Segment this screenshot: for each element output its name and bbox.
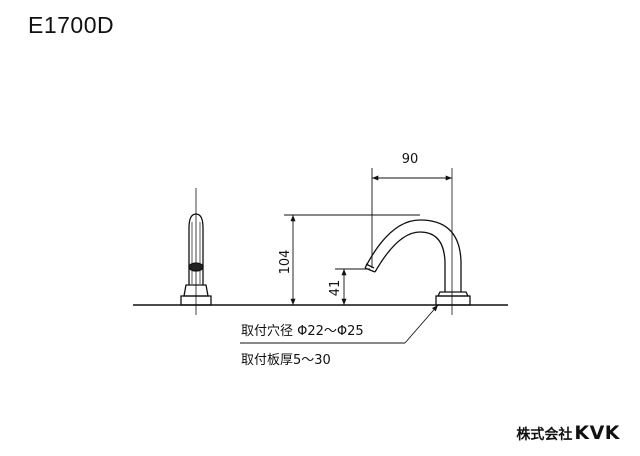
dimension-height [284,214,420,305]
dimension-height-label: 104 [278,250,293,275]
dimension-spout-height-label: 41 [328,280,343,297]
dimension-spout-height [335,268,370,305]
leader-line [240,304,439,344]
mounting-hole-note: 取付穴径 Φ22～Φ25 [241,324,364,339]
kvk-logo: KVK [574,422,620,444]
dimension-width-label: 90 [402,152,419,167]
company-label: 株式会社 [516,427,573,443]
model-number: E1700D [28,12,115,38]
faucet-front-view [364,168,471,315]
dimension-width [371,168,452,268]
mounting-plate-note: 取付板厚5～30 [241,353,331,368]
brand-mark: 株式会社 KVK [516,422,620,444]
faucet-side-view [180,188,212,315]
